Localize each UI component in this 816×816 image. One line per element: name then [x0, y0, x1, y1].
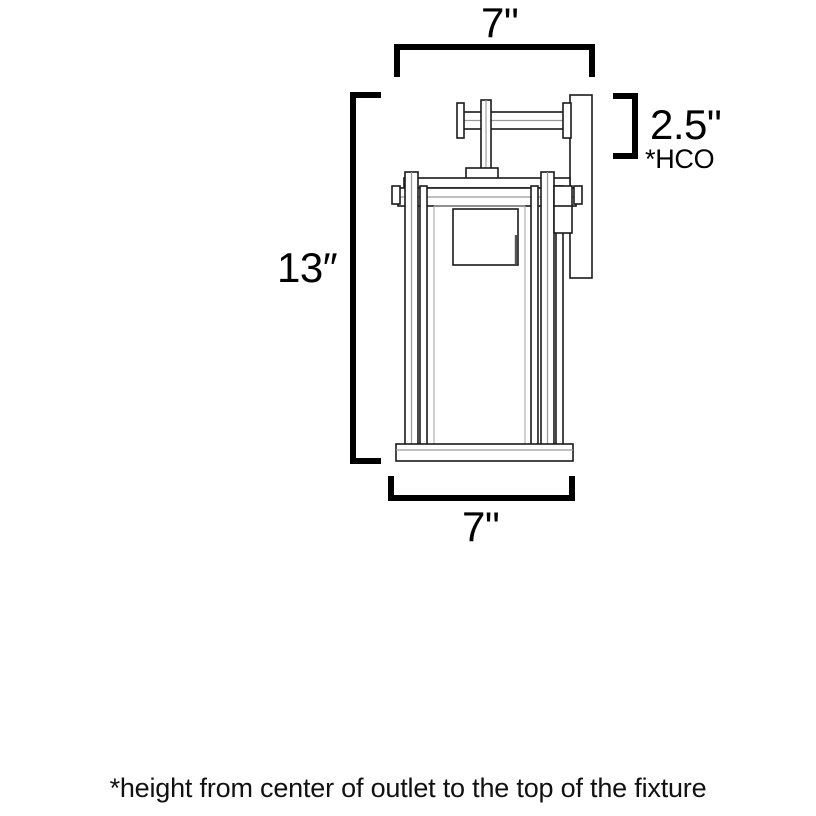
fixture-drawing-group: [391, 94, 593, 462]
cage-post-left: [404, 171, 428, 447]
glass-panel-edges: [433, 205, 526, 444]
dimension-label-height: 13″: [277, 244, 338, 291]
dimension-bracket-bottom-width: [388, 476, 575, 501]
base-plate: [395, 443, 574, 462]
dimension-label-top-width: 7": [481, 0, 519, 46]
arm-to-cage-bracket: [553, 185, 573, 234]
footnote-caption: *height from center of outlet to the top…: [109, 773, 707, 803]
socket-housing: [452, 208, 519, 266]
dimension-bracket-top-width: [394, 44, 595, 77]
dimension-label-hco-note: *HCO: [645, 144, 715, 174]
dimension-label-bottom-width: 7": [462, 503, 500, 550]
dimension-label-hco-value: 2.5": [650, 101, 722, 148]
dimension-bracket-hco: [613, 93, 638, 159]
dimension-bracket-height: [350, 92, 381, 464]
